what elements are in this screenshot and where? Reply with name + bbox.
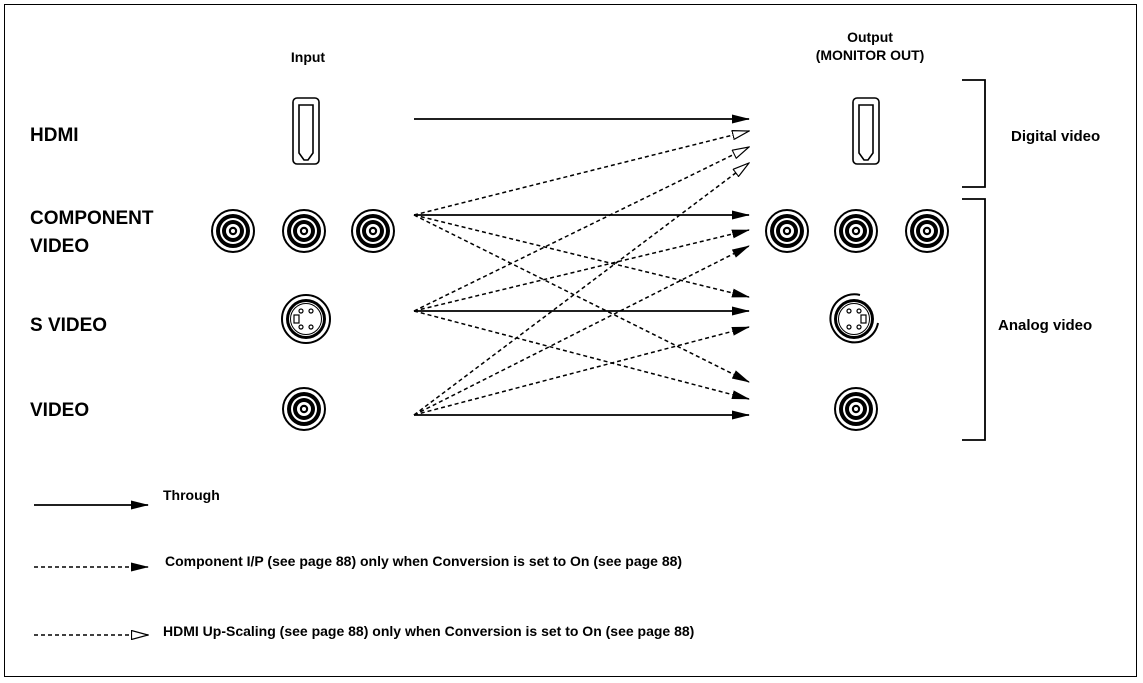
- row-label-video: VIDEO: [30, 400, 89, 421]
- upscale-arrow-component-to-hdmi: [413, 131, 749, 216]
- hdmi-upscaling-connections: [413, 131, 749, 416]
- upscale-arrow-video-to-hdmi: [413, 163, 749, 416]
- cip-arrow-component-to-svideo: [413, 214, 750, 298]
- cip-arrow-video-to-component: [413, 245, 750, 416]
- component-output-pr-icon: [905, 209, 949, 253]
- component-input-pb-icon: [282, 209, 326, 253]
- legend-through-text: Through: [163, 487, 220, 503]
- video-input-icon: [282, 387, 326, 431]
- legend: Through Component I/P (see page 88) only…: [34, 487, 694, 639]
- row-label-hdmi: HDMI: [30, 125, 79, 146]
- cip-arrow-video-to-svideo: [413, 326, 750, 416]
- legend-hdmi-upscaling-text: HDMI Up-Scaling (see page 88) only when …: [163, 623, 694, 639]
- component-input-pr-icon: [351, 209, 395, 253]
- row-label-component-line1: COMPONENT: [30, 208, 154, 229]
- digital-video-bracket: [962, 79, 986, 188]
- output-header-line2: (MONITOR OUT): [816, 47, 925, 63]
- analog-video-bracket: [962, 198, 986, 441]
- component-input-y-icon: [211, 209, 255, 253]
- hdmi-input-icon: [292, 97, 320, 165]
- digital-video-label: Digital video: [1011, 128, 1100, 145]
- analog-video-label: Analog video: [998, 317, 1092, 334]
- diagram-frame: [4, 4, 1137, 677]
- legend-component-ip-text: Component I/P (see page 88) only when Co…: [165, 553, 682, 569]
- hdmi-output-icon: [852, 97, 880, 165]
- upscale-arrow-svideo-to-hdmi: [413, 147, 749, 312]
- cip-arrow-svideo-to-component: [413, 229, 750, 312]
- component-output-y-icon: [765, 209, 809, 253]
- row-label-component-line2: VIDEO: [30, 236, 89, 257]
- cip-arrow-component-to-video: [413, 214, 750, 383]
- row-label-svideo: S VIDEO: [30, 315, 107, 336]
- output-header-line1: Output: [847, 29, 893, 45]
- svideo-output-icon: [829, 293, 879, 344]
- svideo-input-icon: [281, 294, 331, 344]
- video-output-icon: [834, 387, 878, 431]
- component-output-pb-icon: [834, 209, 878, 253]
- cip-arrow-svideo-to-video: [413, 310, 750, 400]
- input-header: Input: [291, 49, 326, 65]
- through-connections: [414, 114, 750, 420]
- component-ip-connections: [413, 214, 750, 416]
